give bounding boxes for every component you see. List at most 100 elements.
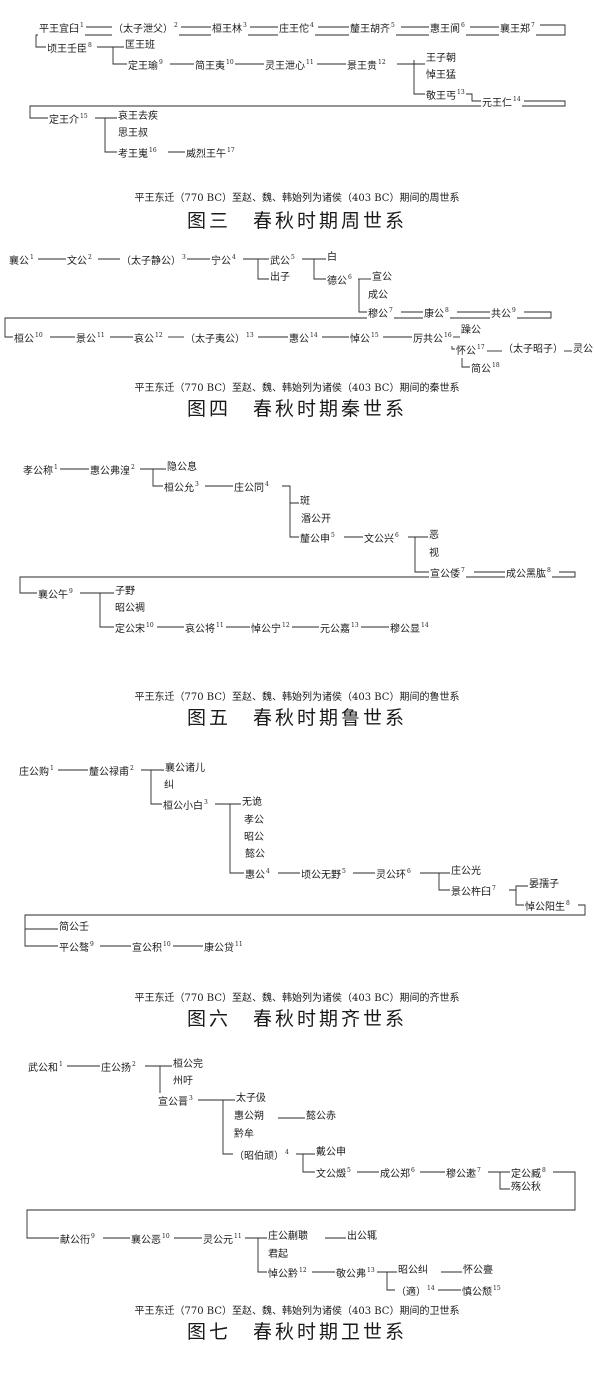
lineage-node-name: 桓公完	[173, 1059, 203, 1070]
lineage-node-name: 宣公	[372, 272, 392, 283]
lineage-node: 襄公恶10	[130, 1231, 171, 1247]
connector-line	[150, 770, 162, 805]
lineage-node-name: 州吁	[173, 1076, 193, 1087]
lineage-node-name: 懿公赤	[306, 1111, 336, 1122]
lineage-node-name: 釐公申	[300, 534, 330, 545]
succession-number: 10	[226, 59, 234, 66]
lineage-node: 景公11	[75, 330, 106, 346]
lineage-node: 哀公将11	[184, 620, 225, 636]
succession-number: 2	[174, 22, 178, 29]
lineage-node: 景王贵12	[346, 57, 387, 73]
connector-line	[515, 890, 524, 906]
lineage-node-name: 哀王去疾	[118, 111, 158, 122]
lineage-node: 湣公开	[300, 514, 332, 526]
lineage-node: 白	[326, 252, 338, 264]
lineage-node-name: 悼公	[350, 334, 370, 345]
connector-line	[358, 279, 367, 313]
succession-number: 14	[310, 332, 318, 339]
succession-number: 11	[216, 622, 224, 629]
succession-number: 6	[461, 22, 465, 29]
lineage-node: 惠公14	[288, 330, 319, 346]
lineage-node: 文公兴6	[363, 530, 400, 546]
succession-number: 13	[457, 89, 465, 96]
lineage-node: 悼公黔12	[267, 1265, 308, 1281]
lineage-node-name: 子野	[115, 586, 135, 597]
succession-number: 14	[421, 622, 429, 629]
lineage-node-name: 顷王壬臣	[47, 44, 87, 55]
connector-line	[4, 311, 552, 338]
lineage-node: 平王宜臼1	[38, 20, 85, 36]
succession-number: 11	[235, 941, 243, 948]
lineage-node-name: 襄公恶	[131, 1235, 161, 1246]
lineage-node-name: （太子静公）	[121, 256, 181, 267]
connector-line	[386, 1272, 395, 1291]
succession-number: 6	[395, 532, 399, 539]
lineage-node: 宁公4	[210, 252, 237, 268]
lineage-node: 襄公诸儿	[164, 763, 206, 775]
connector-line	[26, 1171, 576, 1239]
lineage-node: 悼王猛	[425, 70, 457, 82]
connector-line	[414, 537, 429, 573]
lineage-node-name: 昭公纠	[398, 1265, 428, 1276]
succession-number: 5	[331, 532, 335, 539]
lineage-node: 惠公朔	[233, 1111, 265, 1123]
lineage-node: 子野	[114, 586, 136, 598]
lineage-node: 定王介15	[48, 111, 89, 127]
succession-number: 14	[513, 96, 521, 103]
lineage-node-name: 庄公扬	[101, 1063, 131, 1074]
connector-line	[289, 503, 299, 538]
lineage-node-name: 简公	[471, 364, 491, 375]
lineage-node: 殇公秋	[510, 1182, 542, 1194]
succession-number: 3	[195, 481, 199, 488]
succession-number: 15	[371, 332, 379, 339]
succession-number: 8	[566, 900, 570, 907]
lineage-node-name: 庄公同	[234, 483, 264, 494]
succession-number: 2	[88, 254, 92, 261]
figure-title: 图七 春秋时期卫世系	[186, 1321, 407, 1343]
figure-title: 图四 春秋时期秦世系	[186, 398, 407, 420]
lineage-node: 釐王胡齐5	[349, 20, 396, 36]
figure-caption: 平王东迁（770 BC）至赵、魏、韩始列为诸侯（403 BC）期间的卫世系	[134, 1306, 460, 1317]
lineage-node: 匡王班	[124, 40, 156, 52]
succession-number: 5	[347, 1167, 351, 1174]
succession-number: 5	[291, 254, 295, 261]
lineage-node-name: 匡王班	[125, 40, 155, 51]
lineage-node-name: 考王嵬	[118, 149, 148, 160]
lineage-node: 武公5	[269, 252, 296, 268]
lineage-node-name: 平王宜臼	[39, 24, 79, 35]
lineage-node-name: 视	[429, 548, 439, 559]
lineage-node-name: 纠	[164, 780, 174, 791]
lineage-node: 庄公光	[450, 866, 482, 878]
lineage-node: 考王嵬16	[117, 145, 158, 161]
lineage-node: 简王夷10	[194, 57, 235, 73]
lineage-node: 视	[428, 548, 440, 560]
lineage-node-name: 恶	[429, 530, 439, 541]
lineage-node-name: 灵公环	[376, 870, 406, 881]
lineage-node-name: （太子昭子）	[503, 344, 563, 355]
lineage-node-name: 灵公元	[203, 1235, 233, 1246]
lineage-node: 定公臧8	[510, 1165, 547, 1181]
lineage-node-name: 武公	[270, 256, 290, 267]
connector-line	[499, 1172, 510, 1190]
connector-line	[438, 873, 450, 891]
lineage-node: 昭公纠	[397, 1265, 429, 1277]
connector-line	[413, 60, 425, 95]
figure-title: 图五 春秋时期鲁世系	[186, 707, 407, 729]
lineage-node: （適）14	[395, 1283, 436, 1299]
lineage-node: 恶	[428, 530, 440, 542]
lineage-node-name: 灵王泄心	[265, 61, 305, 72]
lineage-node-name: 庄公蒯聩	[268, 1231, 308, 1242]
lineage-node-name: 桓公	[14, 334, 34, 345]
succession-number: 3	[182, 254, 186, 261]
lineage-node-name: 孝公	[244, 815, 264, 826]
succession-number: 18	[492, 362, 500, 369]
lineage-node: 无诡	[241, 797, 263, 809]
lineage-node-name: 白	[327, 252, 337, 263]
lineage-node: 康公8	[423, 305, 450, 321]
lineage-node: 元王仁14	[481, 94, 522, 110]
lineage-node-name: 无诡	[242, 797, 262, 808]
succession-number: 15	[493, 1285, 501, 1292]
lineage-node: 釐公禄甫2	[88, 763, 135, 779]
lineage-node-name: 厉共公	[413, 334, 443, 345]
succession-number: 9	[512, 307, 516, 314]
